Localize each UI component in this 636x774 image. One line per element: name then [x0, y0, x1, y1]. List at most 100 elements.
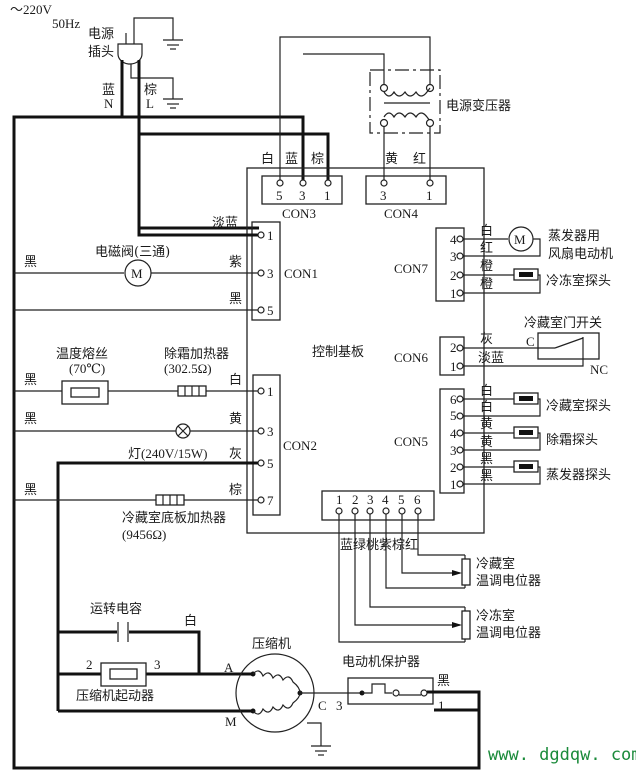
starter-icon: [100, 662, 147, 687]
con5-pin: 2: [450, 460, 457, 475]
fan-motor-symbol: M: [514, 232, 526, 247]
fridge-pot-label-1: 冷藏室: [476, 556, 515, 572]
fuse-label: 温度熔丝: [56, 346, 108, 362]
con5-wire-color: 白: [480, 383, 493, 399]
con2-name: CON2: [283, 438, 317, 453]
con1-connector: 1 3 5 CON1 淡蓝 紫 黑: [212, 216, 318, 321]
con5-wire-color: 白: [480, 399, 493, 415]
con6-name: CON6: [394, 350, 428, 365]
valve-wire-color: 黑: [24, 255, 37, 270]
con5-wire-color: 黑: [480, 452, 493, 467]
pot-pin: 6: [414, 492, 421, 507]
protector-wire-color: 黑: [437, 674, 450, 689]
wire-color-left: 黑: [24, 483, 37, 498]
probe-icon: [513, 460, 539, 473]
lamp-label: 灯(240V/15W): [128, 446, 207, 461]
frequency-label: 50Hz: [52, 16, 80, 31]
con6-connector: 2 1 CON6 灰 淡蓝: [394, 332, 504, 376]
con5-wire-color: 黄: [480, 417, 493, 432]
freezer-probe-label: 冷冻室探头: [546, 273, 611, 289]
base-heater-value: (9456Ω): [122, 527, 166, 542]
con1-pin: 5: [267, 303, 274, 318]
door-switch-label: 冷藏室门开关: [524, 315, 602, 331]
con3-pin: 1: [324, 188, 331, 203]
con7-wire-color: 白: [480, 223, 493, 239]
evaporator-probe-label: 蒸发器探头: [546, 467, 611, 483]
con5-pin: 3: [450, 443, 457, 458]
con5-wire-color: 黑: [480, 469, 493, 484]
valve-label: 电磁阀(三通): [95, 245, 170, 260]
starter-pin-right: 3: [154, 657, 161, 672]
switch-nc-label: NC: [590, 362, 608, 377]
protector-pin-left: 3: [336, 698, 343, 713]
ground-icon: [163, 39, 183, 50]
con5-pin: 6: [450, 392, 457, 407]
fuse-rating: (70℃): [69, 361, 105, 376]
con5-name: CON5: [394, 434, 428, 449]
con5-pin: 1: [450, 477, 457, 492]
con1-wire-color: 紫: [229, 255, 242, 270]
neutral-letter: N: [104, 96, 114, 111]
freezer-pot-label-1: 冷冻室: [476, 608, 515, 624]
con2-wire-color: 棕: [229, 483, 242, 498]
con3-wire-color: 白: [261, 151, 274, 167]
con3-pin: 3: [299, 188, 306, 203]
con4-pin: 1: [426, 188, 433, 203]
neutral-color-label: 蓝: [102, 83, 115, 98]
con5-connector: 6 5 4 3 2 1 CON5 白 白 黄 黄 黑 黑: [394, 383, 493, 494]
con7-wire-color: 橙: [480, 277, 493, 292]
pot-pin: 4: [382, 492, 389, 507]
con6-pin: 1: [450, 359, 457, 374]
con2-wire-color: 黄: [229, 412, 242, 427]
switch-c-label: C: [526, 334, 535, 349]
con5-pin: 4: [450, 426, 457, 441]
terminal-m: M: [225, 714, 237, 729]
defrost-heater-label: 除霜加热器: [164, 347, 229, 362]
con2-pin: 7: [267, 493, 274, 508]
con1-pin: 3: [267, 266, 274, 281]
con5-pin: 5: [450, 408, 457, 423]
con1-name: CON1: [284, 266, 318, 281]
con2-pin: 5: [267, 456, 274, 471]
watermark: www. dgdqw. com: [488, 745, 636, 765]
con7-wire-color: 红: [480, 240, 493, 256]
probe-icon: [513, 268, 539, 281]
pot-pin: 5: [398, 492, 405, 507]
con6-pin: 2: [450, 340, 457, 355]
con4-wire-color: 黄: [385, 152, 398, 167]
wire-color-left: 黑: [24, 373, 37, 388]
con7-pin: 3: [450, 249, 457, 264]
capacitor-icon: [117, 622, 129, 642]
pot-connector: 1 2 3 4 5 6: [321, 490, 435, 521]
con7-pin: 1: [450, 286, 457, 301]
con3-name: CON3: [282, 206, 316, 221]
lamp-icon: [175, 423, 191, 439]
plug-label-2: 插头: [88, 45, 114, 60]
board-label: 控制基板: [312, 345, 364, 360]
con2-pin: 3: [267, 424, 274, 439]
fan-label-2: 风扇电动机: [548, 246, 613, 262]
protector-pin-right: 1: [438, 698, 445, 713]
con3-connector: 白 蓝 棕 5 3 1 CON3: [261, 151, 343, 221]
con7-pin: 4: [450, 232, 457, 247]
capacitor-wire-color: 白: [184, 613, 197, 629]
con7-name: CON7: [394, 261, 428, 276]
con5-wire-color: 黄: [480, 435, 493, 450]
heater-icon: [177, 385, 207, 397]
con3-wire-color: 蓝: [285, 152, 298, 167]
starter-pin-left: 2: [86, 657, 93, 672]
valve-motor-symbol: M: [131, 266, 143, 281]
fridge-pot-label-2: 温调电位器: [476, 574, 541, 589]
terminal-c: C: [318, 698, 327, 713]
con2-connector: 1 3 5 7 CON2 白 黄 灰 棕: [229, 372, 317, 516]
con2-wire-color: 白: [229, 372, 242, 388]
con1-wire-color: 淡蓝: [212, 216, 238, 231]
pot-pin: 1: [336, 492, 343, 507]
con2-wire-color: 灰: [229, 447, 242, 462]
pot-pin: 2: [352, 492, 359, 507]
base-heater-label: 冷藏室底板加热器: [122, 510, 226, 526]
capacitor-label: 运转电容: [90, 601, 142, 617]
freezer-potentiometer-icon: [452, 607, 471, 642]
terminal-a: A: [224, 660, 234, 675]
